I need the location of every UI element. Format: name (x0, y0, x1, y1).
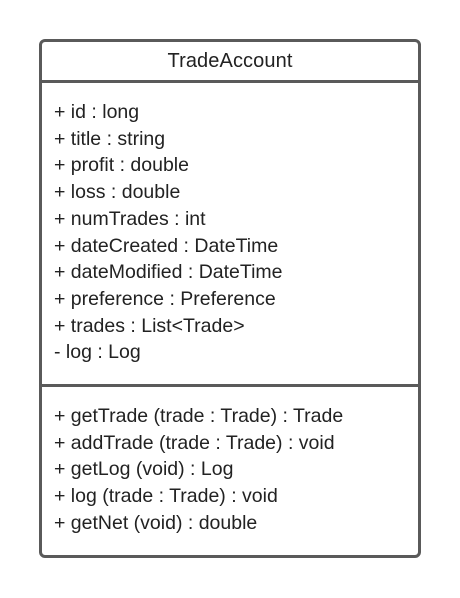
method-add-trade: + addTrade (trade : Trade) : void (54, 431, 335, 454)
methods-compartment: + getTrade (trade : Trade) : Trade + add… (42, 387, 418, 555)
attributes-compartment: + id : long + title : string + profit : … (42, 83, 418, 387)
attribute-preference: + preference : Preference (54, 287, 276, 310)
method-get-trade: + getTrade (trade : Trade) : Trade (54, 405, 344, 427)
attribute-date-created: + dateCreated : DateTime (54, 234, 279, 257)
attribute-title: + title : string (54, 127, 166, 150)
method-get-net: + getNet (void) : double (54, 511, 258, 534)
class-name: TradeAccount (42, 42, 418, 83)
attribute-log: - log : Log (54, 341, 141, 364)
attribute-date-modified: + dateModified : DateTime (54, 261, 283, 284)
attribute-loss: + loss : double (54, 181, 181, 204)
uml-class-box: TradeAccount + id : long + title : strin… (39, 39, 421, 558)
method-get-log: + getLog (void) : Log (54, 458, 234, 481)
attribute-trades: + trades : List<Trade> (54, 314, 245, 337)
attribute-id: + id : long (54, 101, 140, 123)
attribute-num-trades: + numTrades : int (54, 207, 206, 230)
attribute-profit: + profit : double (54, 154, 189, 177)
method-log: + log (trade : Trade) : void (54, 485, 278, 508)
